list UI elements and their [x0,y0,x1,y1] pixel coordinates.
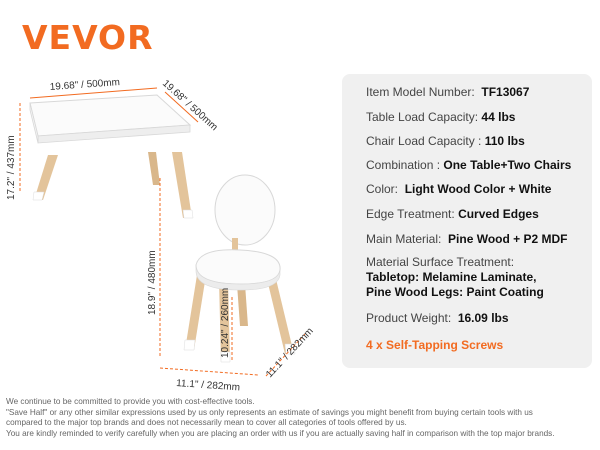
disclaimer-line: You are kindly reminded to verify carefu… [6,428,555,438]
chair-seat-edge [195,264,281,291]
product-illustration: 19.68" / 500mm 19.68" / 500mm 17.2" / 43… [6,77,316,393]
table-top-side [29,102,39,144]
spec-panel: Item Model Number: TF13067 Table Load Ca… [342,74,592,368]
dimension-lines [19,87,306,377]
chair-leg [266,275,294,354]
chair-leg-cap [220,351,231,363]
spec-material: Main Material: Pine Wood + P2 MDF [366,232,568,246]
chair-leg [219,280,230,362]
spec-table-load: Table Load Capacity: 44 lbs [366,110,516,124]
brand-logo: VEVOR [22,18,154,57]
spec-screws: 4 x Self-Tapping Screws [366,338,504,352]
disclaimer-line: compared to the major top brands and doe… [6,418,407,428]
table-leg [172,152,192,218]
chair-backrest [214,174,276,246]
spec-weight: Product Weight: 16.09 lbs [366,311,509,325]
disclaimer-line: We continue to be committed to provide y… [6,397,255,406]
dim-chair-height: 18.9" / 480mm [147,250,158,315]
spec-chair-load: Chair Load Capacity : 110 lbs [366,134,525,148]
dim-seat-height: 10.24" / 260mm [220,288,231,358]
table-leg [148,152,160,185]
chair-leg [185,275,206,350]
dim-table-height: 17.2" / 437mm [6,135,17,200]
disclaimer: We continue to be committed to provide y… [6,397,596,439]
dim-table-width: 19.68" / 500mm [49,77,120,93]
dim-chair-depth: 11.1" / 282mm [264,326,316,380]
chair-leg-cap [284,343,296,355]
table-leg-cap [32,191,45,201]
table-leg-cap [182,209,194,219]
spec-color: Color: Light Wood Color + White [366,182,552,196]
table-drawing [29,94,194,219]
chair-drawing [183,174,296,363]
table-leg [34,155,58,200]
chair-leg-cap [183,339,196,351]
spec-combination: Combination : One Table+Two Chairs [366,158,572,172]
spec-surface: Material Surface Treatment: Tabletop: Me… [366,255,544,299]
chair-seat [195,249,281,285]
spec-model: Item Model Number: TF13067 [366,85,530,99]
disclaimer-line: "Save Half" or any other similar express… [6,407,533,417]
dim-chair-width: 11.1" / 282mm [176,378,241,393]
spec-edge: Edge Treatment: Curved Edges [366,207,539,221]
